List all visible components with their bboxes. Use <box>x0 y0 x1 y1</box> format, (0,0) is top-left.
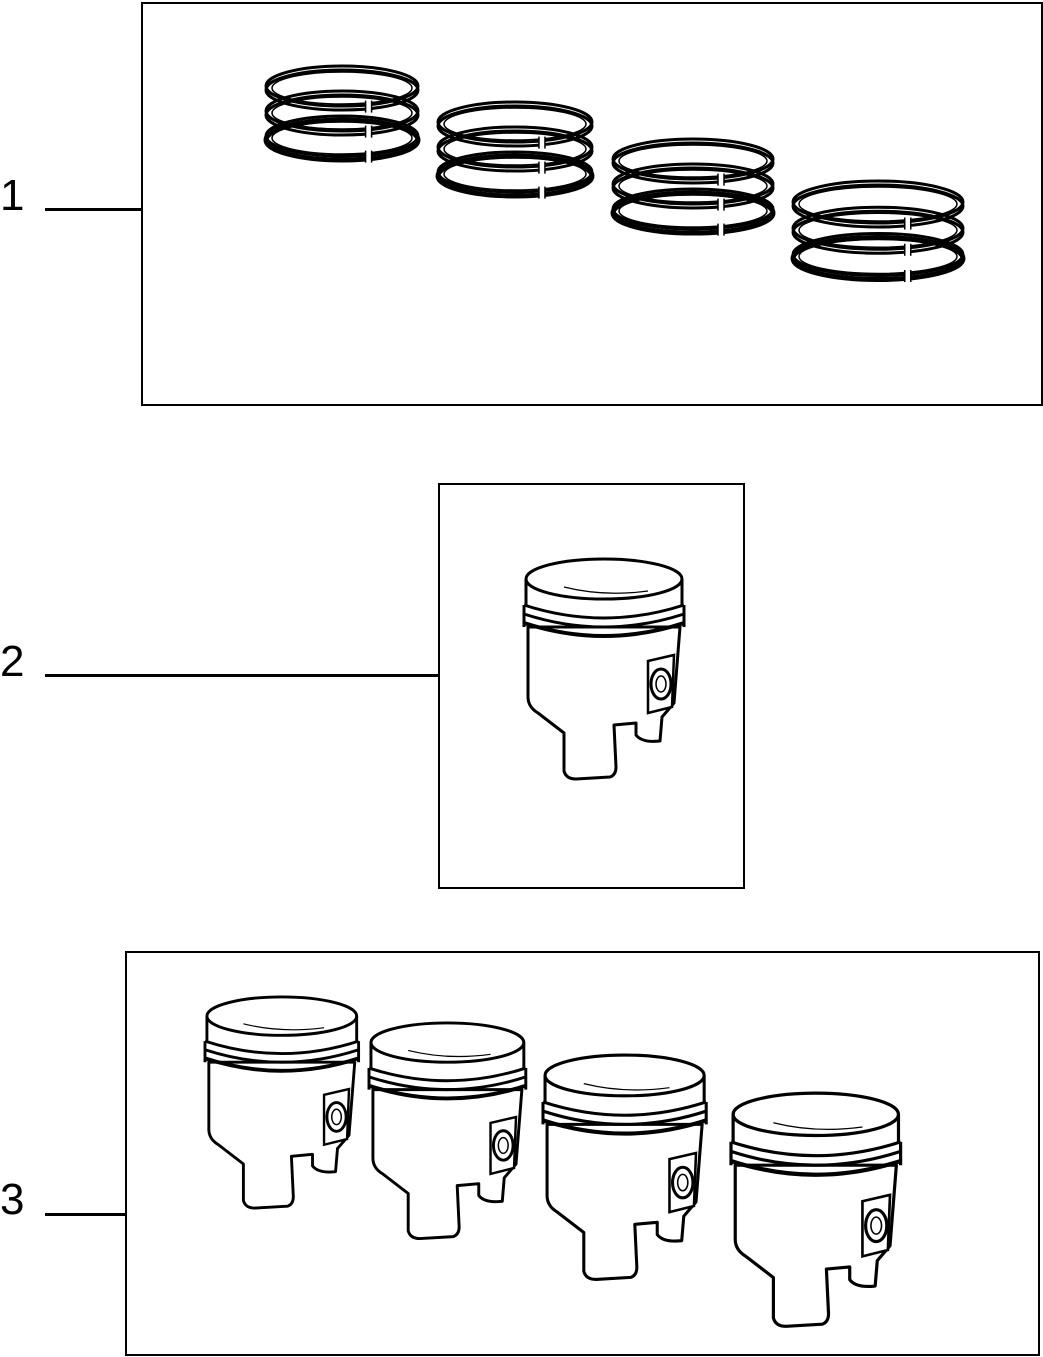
single-piston-illustration <box>522 557 686 781</box>
callout-number-1: 1 <box>0 171 25 220</box>
callout-number-3: 3 <box>0 1175 25 1224</box>
piston-ring <box>264 89 420 138</box>
ring-set-3 <box>610 137 776 236</box>
ring-set-2 <box>435 100 595 199</box>
piston-2 <box>367 1021 528 1241</box>
frame-piston-set <box>125 951 1040 1356</box>
piston-ring <box>264 64 420 113</box>
ring-set-4 <box>790 179 966 283</box>
ring-sets-illustration <box>263 64 966 283</box>
piston-ring <box>791 205 965 256</box>
piston-3 <box>541 1053 708 1281</box>
ring-set-1 <box>263 64 421 163</box>
callout-number-2: 2 <box>0 637 25 686</box>
piston-ring <box>610 187 776 236</box>
frame-ring-sets <box>141 2 1043 406</box>
piston-ring <box>263 114 421 163</box>
leader-line-1 <box>45 208 142 211</box>
piston-ring <box>790 232 966 283</box>
piston-ring <box>436 100 594 149</box>
piston-ring <box>611 137 775 186</box>
piston-set-illustration <box>203 995 903 1328</box>
leader-line-3 <box>45 1213 127 1216</box>
piston-ring <box>436 125 594 174</box>
piston-ring <box>435 150 595 199</box>
piston-1 <box>203 995 361 1210</box>
frame-single-piston <box>438 483 745 889</box>
piston-1 <box>522 557 686 781</box>
piston-ring <box>611 162 775 211</box>
leader-line-2 <box>45 674 440 677</box>
piston-4 <box>729 1091 903 1328</box>
piston-ring <box>791 179 965 230</box>
